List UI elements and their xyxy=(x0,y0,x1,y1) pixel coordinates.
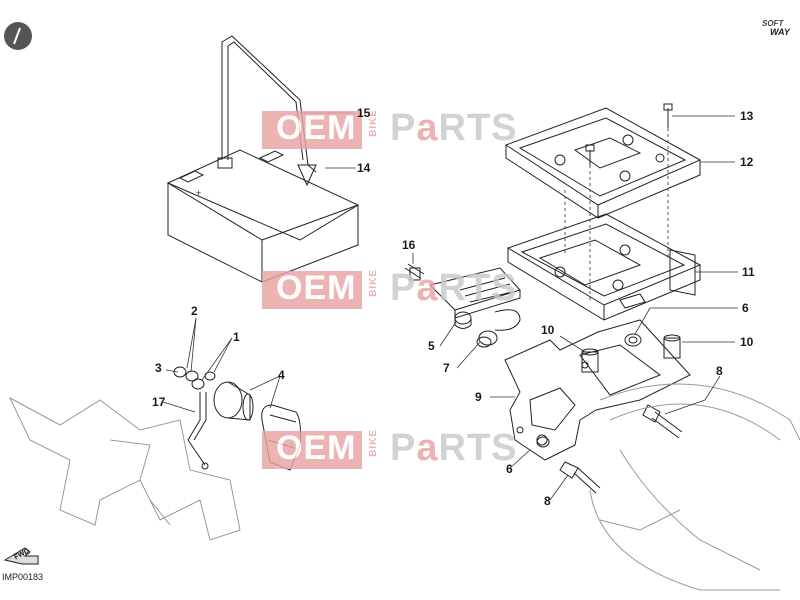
watermark-oem: OEM xyxy=(276,109,357,147)
fender-outline xyxy=(589,383,800,591)
connector-block xyxy=(409,267,521,331)
grommet-7 xyxy=(476,330,498,348)
callout-16: 16 xyxy=(402,238,416,252)
watermark-oem: OEM xyxy=(276,269,357,307)
callout-17: 17 xyxy=(152,395,166,409)
callout-8a: 8 xyxy=(716,364,723,378)
diagram-code: IMP00183 xyxy=(2,572,44,582)
svg-text:+: + xyxy=(196,188,201,198)
callout-10b: 10 xyxy=(740,335,754,349)
bolt-8a xyxy=(642,404,683,439)
watermark: OEM BIKE PaRTS xyxy=(262,105,582,151)
rubber-mount-10b xyxy=(663,334,681,359)
callout-8b: 8 xyxy=(544,494,551,508)
callout-2: 2 xyxy=(191,304,198,318)
callout-7: 7 xyxy=(443,361,450,375)
callout-11: 11 xyxy=(742,265,755,279)
forward-arrow-icon xyxy=(3,547,39,565)
nut-6b xyxy=(536,436,550,448)
screw-13 xyxy=(663,103,673,128)
rubber-mount-6 xyxy=(624,333,642,347)
callout-3: 3 xyxy=(155,361,162,375)
bolt-16 xyxy=(404,263,425,279)
battery-tray-upper xyxy=(504,107,702,219)
watermark: OEM BIKE PaRTS xyxy=(262,425,582,471)
callout-9: 9 xyxy=(475,390,482,404)
watermark-oem: OEM xyxy=(276,429,357,467)
frame-outline xyxy=(8,396,241,541)
callout-10a: 10 xyxy=(541,323,555,337)
battery-tray-lower xyxy=(506,213,702,321)
battery: + xyxy=(166,149,360,283)
callout-1: 1 xyxy=(233,330,240,344)
bolt-8b xyxy=(559,461,601,494)
callout-6b: 6 xyxy=(506,462,513,476)
watermark-bike: BIKE xyxy=(368,269,379,297)
callout-13: 13 xyxy=(740,109,754,123)
callout-15: 15 xyxy=(357,106,371,120)
callout-14: 14 xyxy=(357,161,371,175)
callout-5: 5 xyxy=(428,339,435,353)
callout-12: 12 xyxy=(740,155,754,169)
watermark-bike: BIKE xyxy=(368,429,379,457)
callout-4: 4 xyxy=(278,368,285,382)
watermark: OEM BIKE PaRTS xyxy=(262,265,582,311)
spacer-5 xyxy=(454,311,472,329)
callout-6a: 6 xyxy=(742,301,749,315)
softway-logo: SOFT WAY xyxy=(762,19,790,37)
rubber-mount-10a xyxy=(581,348,599,373)
